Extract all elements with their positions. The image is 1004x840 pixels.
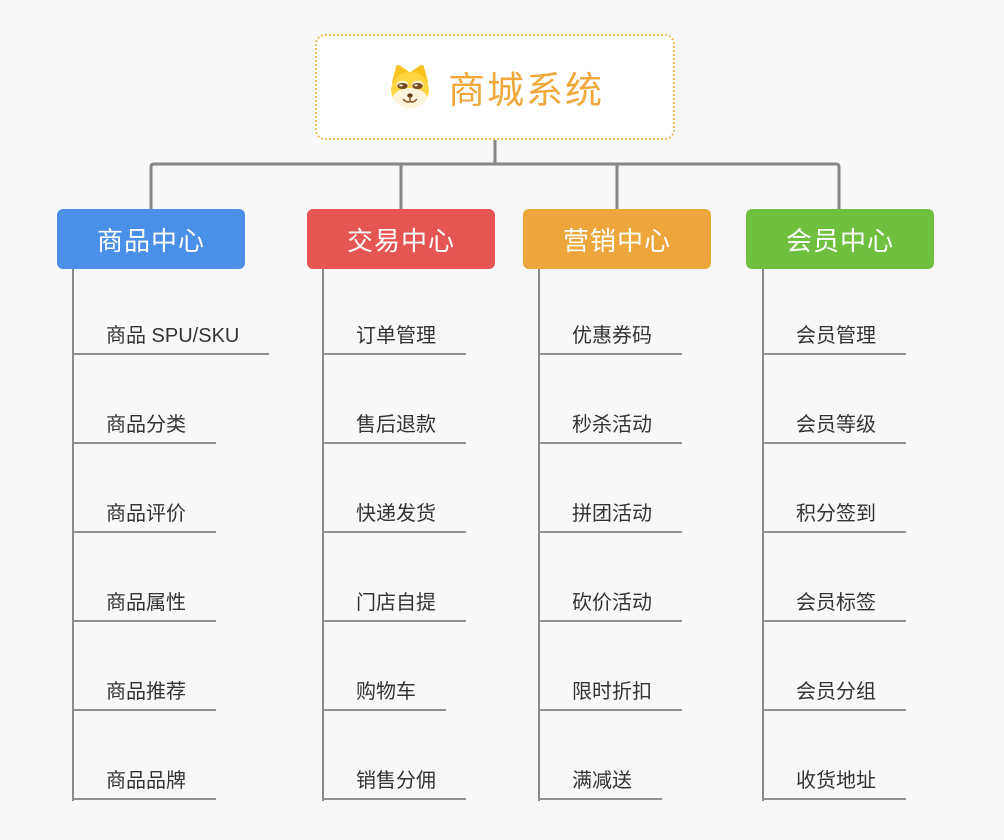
leaf-node[interactable]: 商品品牌 bbox=[72, 711, 322, 800]
leaf-label: 满减送 bbox=[538, 764, 662, 800]
branch-line bbox=[322, 269, 324, 801]
leaf-node[interactable]: 会员管理 bbox=[762, 266, 1004, 355]
leaf-node[interactable]: 收货地址 bbox=[762, 711, 1004, 800]
leaf-node[interactable]: 优惠券码 bbox=[538, 266, 788, 355]
branch-leaves-product: 商品 SPU/SKU 商品分类 商品评价 商品属性 商品推荐 商品品牌 bbox=[72, 266, 322, 800]
leaf-label: 限时折扣 bbox=[538, 675, 682, 711]
root-title: 商城系统 bbox=[448, 70, 604, 111]
leaf-label: 砍价活动 bbox=[538, 586, 682, 622]
leaf-node[interactable]: 快递发货 bbox=[322, 444, 572, 533]
leaf-label: 门店自提 bbox=[322, 586, 466, 622]
leaf-node[interactable]: 积分签到 bbox=[762, 444, 1004, 533]
leaf-node[interactable]: 门店自提 bbox=[322, 533, 572, 622]
leaf-label: 购物车 bbox=[322, 675, 446, 711]
leaf-node[interactable]: 会员等级 bbox=[762, 355, 1004, 444]
leaf-label: 商品推荐 bbox=[72, 675, 216, 711]
leaf-label: 优惠券码 bbox=[538, 319, 682, 355]
leaf-node[interactable]: 售后退款 bbox=[322, 355, 572, 444]
branch-line bbox=[72, 269, 74, 801]
branch-header-marketing[interactable]: 营销中心 bbox=[523, 209, 711, 269]
leaf-node[interactable]: 秒杀活动 bbox=[538, 355, 788, 444]
branch-label: 会员中心 bbox=[785, 225, 894, 256]
leaf-node[interactable]: 限时折扣 bbox=[538, 622, 788, 711]
leaf-label: 商品分类 bbox=[72, 408, 216, 444]
root-topic[interactable]: 商城系统 bbox=[315, 34, 675, 140]
leaf-node[interactable]: 满减送 bbox=[538, 711, 788, 800]
leaf-node[interactable]: 会员标签 bbox=[762, 533, 1004, 622]
leaf-label: 销售分佣 bbox=[322, 764, 466, 800]
branch-header-member[interactable]: 会员中心 bbox=[746, 209, 934, 269]
leaf-node[interactable]: 商品分类 bbox=[72, 355, 322, 444]
leaf-node[interactable]: 砍价活动 bbox=[538, 533, 788, 622]
leaf-label: 拼团活动 bbox=[538, 497, 682, 533]
leaf-label: 会员等级 bbox=[762, 408, 906, 444]
branch-leaves-member: 会员管理 会员等级 积分签到 会员标签 会员分组 收货地址 bbox=[762, 266, 1004, 800]
leaf-label: 商品评价 bbox=[72, 497, 216, 533]
leaf-label: 订单管理 bbox=[322, 319, 466, 355]
leaf-node[interactable]: 商品 SPU/SKU bbox=[72, 266, 322, 355]
branch-header-product[interactable]: 商品中心 bbox=[57, 209, 245, 269]
leaf-label: 商品 SPU/SKU bbox=[72, 319, 270, 355]
leaf-node[interactable]: 拼团活动 bbox=[538, 444, 788, 533]
leaf-label: 会员分组 bbox=[762, 675, 906, 711]
leaf-label: 商品属性 bbox=[72, 586, 216, 622]
leaf-node[interactable]: 商品推荐 bbox=[72, 622, 322, 711]
leaf-label: 售后退款 bbox=[322, 408, 466, 444]
leaf-node[interactable]: 销售分佣 bbox=[322, 711, 572, 800]
leaf-label: 快递发货 bbox=[322, 497, 466, 533]
branch-line bbox=[762, 269, 764, 801]
branch-label: 营销中心 bbox=[562, 225, 671, 256]
leaf-node[interactable]: 商品评价 bbox=[72, 444, 322, 533]
leaf-node[interactable]: 订单管理 bbox=[322, 266, 572, 355]
doge-icon bbox=[391, 65, 429, 108]
branch-label: 交易中心 bbox=[346, 225, 455, 256]
leaf-node[interactable]: 购物车 bbox=[322, 622, 572, 711]
leaf-label: 商品品牌 bbox=[72, 764, 216, 800]
leaf-label: 收货地址 bbox=[762, 764, 906, 800]
leaf-node[interactable]: 会员分组 bbox=[762, 622, 1004, 711]
branch-leaves-marketing: 优惠券码 秒杀活动 拼团活动 砍价活动 限时折扣 满减送 bbox=[538, 266, 788, 800]
leaf-node[interactable]: 商品属性 bbox=[72, 533, 322, 622]
leaf-label: 会员标签 bbox=[762, 586, 906, 622]
branch-label: 商品中心 bbox=[96, 225, 205, 256]
branch-leaves-trade: 订单管理 售后退款 快递发货 门店自提 购物车 销售分佣 bbox=[322, 266, 572, 800]
leaf-label: 会员管理 bbox=[762, 319, 906, 355]
leaf-label: 积分签到 bbox=[762, 497, 906, 533]
leaf-label: 秒杀活动 bbox=[538, 408, 682, 444]
branch-line bbox=[538, 269, 540, 801]
branch-header-trade[interactable]: 交易中心 bbox=[307, 209, 495, 269]
